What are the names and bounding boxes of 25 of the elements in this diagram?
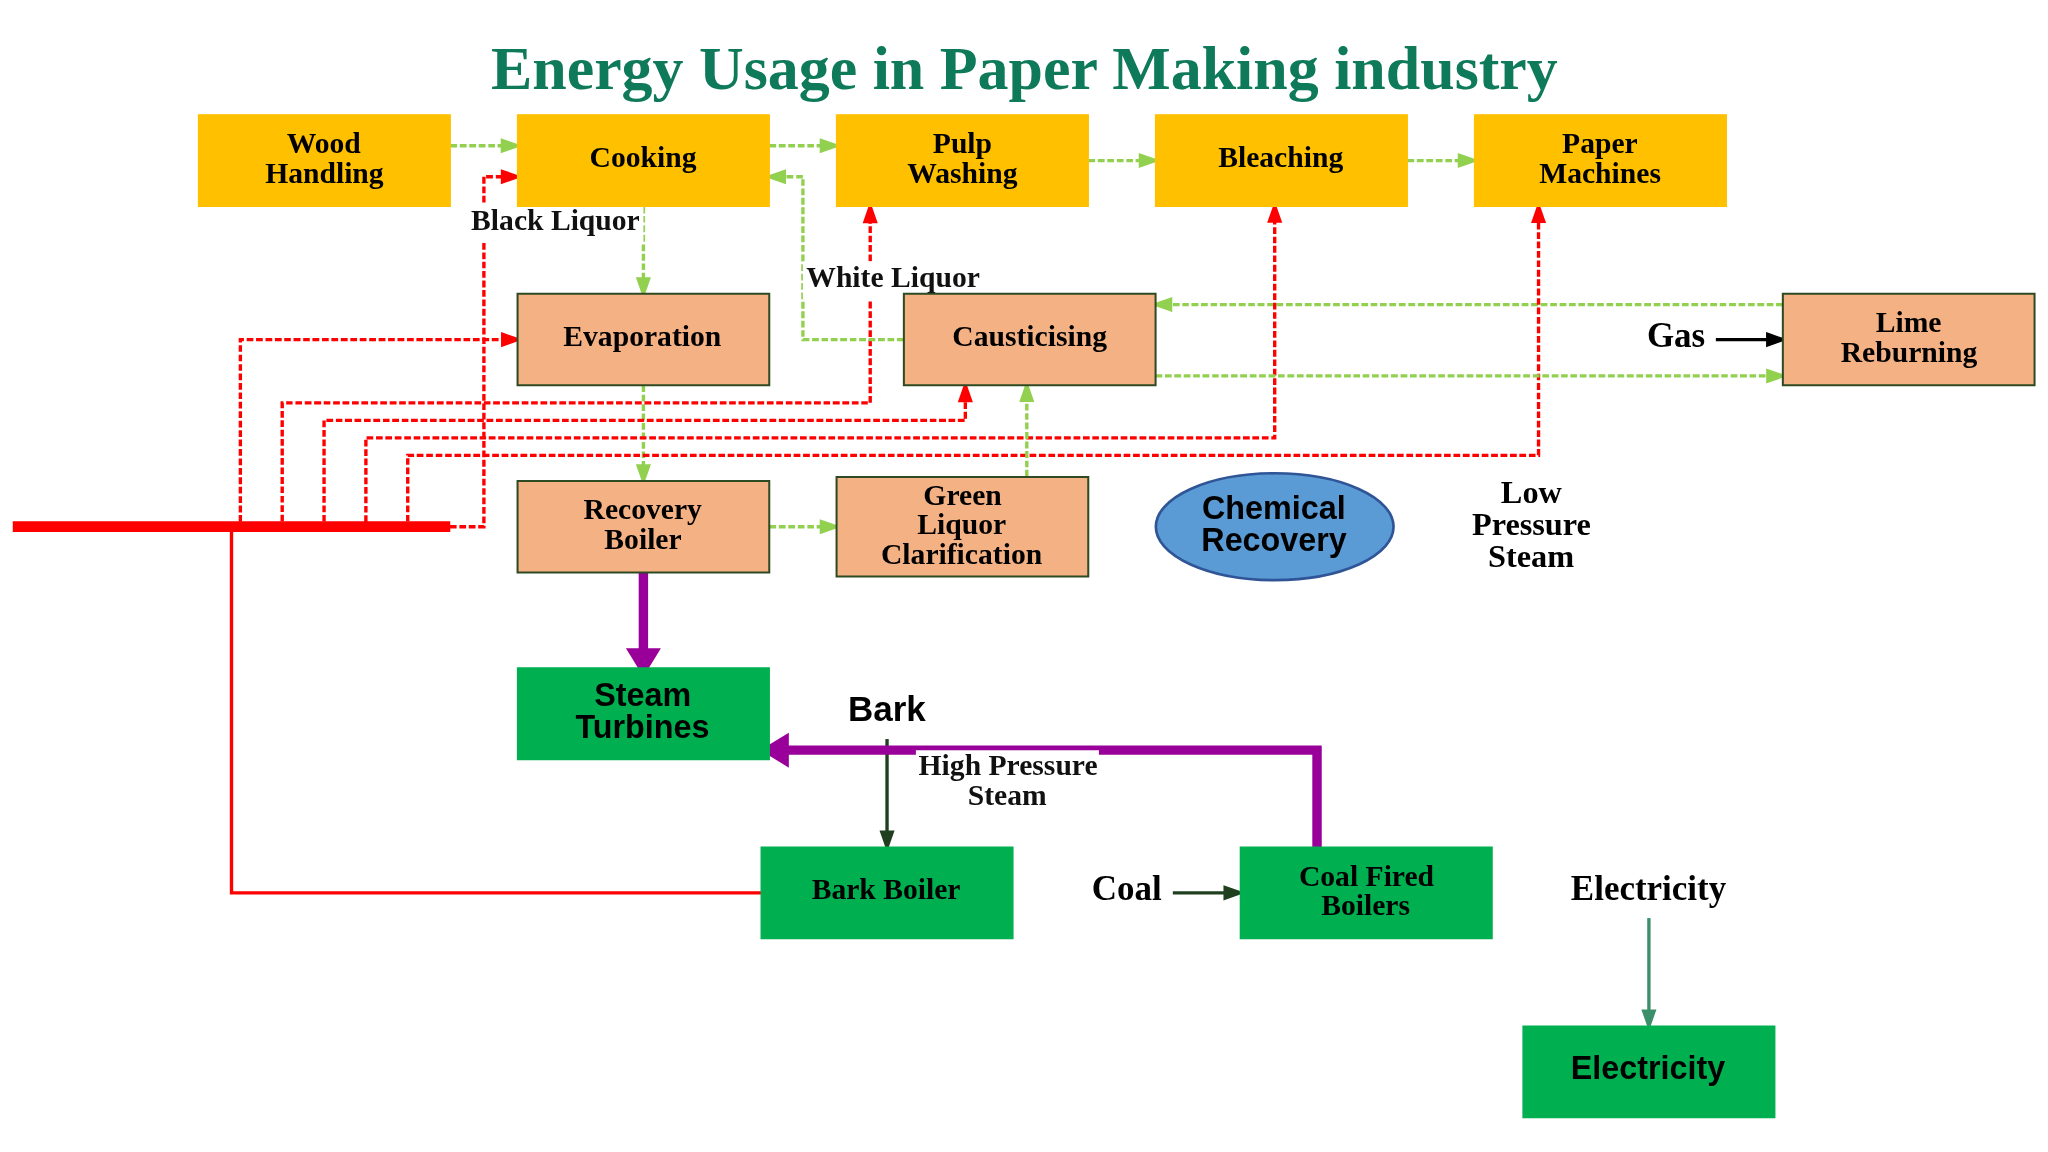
node-box: Green Liquor Clarification <box>835 475 1090 577</box>
node-box: Recovery Boiler <box>516 479 771 573</box>
node-box: Causticising <box>902 292 1157 386</box>
node-box: Evaporation <box>516 292 771 386</box>
node-text: Electricity <box>1570 868 1727 908</box>
node-box: Bleaching <box>1154 113 1408 207</box>
label: Low Pressure Steam <box>1471 473 1591 574</box>
node-box: Cooking <box>516 113 770 207</box>
node-box: Wood Handling <box>197 113 451 207</box>
node-box: Lime Reburning <box>1781 292 2036 386</box>
node-box: Paper Machines <box>1473 113 1727 207</box>
diagram-title: Energy Usage in Paper Making industry <box>490 33 1558 102</box>
node-box: Pulp Washing <box>835 113 1089 207</box>
edge-label: High Pressure Steam <box>918 748 1098 811</box>
node-text: Gas <box>1646 315 1706 355</box>
node-box: Electricity <box>1522 1024 1776 1118</box>
connector <box>229 531 762 894</box>
edge-label: White Liquor <box>806 260 980 293</box>
node-box: Bark Boiler <box>760 845 1014 939</box>
node-box: Steam Turbines <box>516 666 770 760</box>
node-text: Bark <box>848 688 926 728</box>
node-text: Coal <box>1091 868 1162 908</box>
node-box: Coal Fired Boilers <box>1239 845 1493 939</box>
node-bar <box>12 520 451 532</box>
node-ellipse: Chemical Recovery <box>1154 471 1395 581</box>
